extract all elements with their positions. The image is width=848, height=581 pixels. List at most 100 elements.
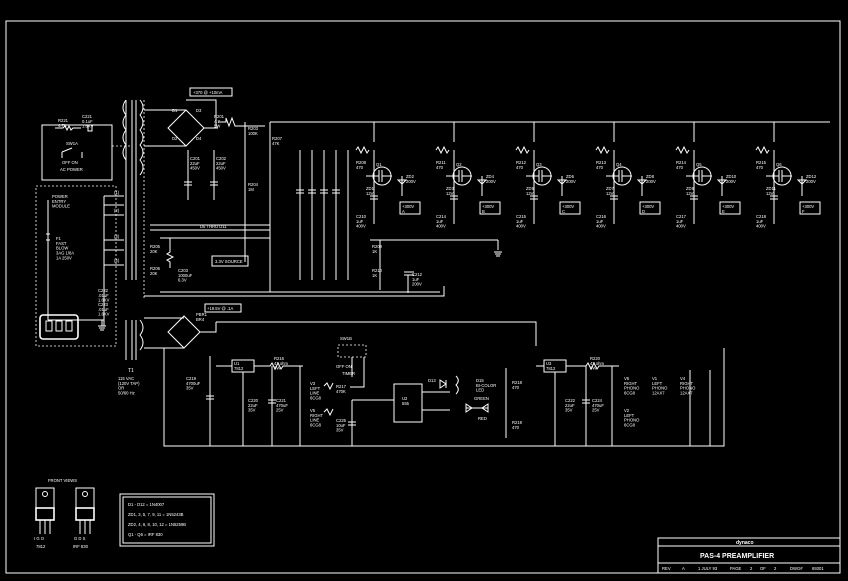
of-label: OF — [760, 566, 766, 571]
sw1a-label: SW1A — [66, 141, 78, 146]
red-label: RED — [478, 416, 487, 421]
green-label: GREEN — [474, 396, 489, 401]
u2-box — [393, 383, 423, 423]
right-part: IRF 830 — [73, 544, 89, 549]
dwg-label: DWG# — [790, 566, 803, 571]
ac-power-label: AC POWER — [60, 167, 83, 172]
regulator-output-box — [719, 201, 741, 215]
source-label: 3.3V SOURCE — [215, 259, 243, 264]
d13-label: D13 — [428, 378, 436, 383]
left-part: 7812 — [36, 544, 46, 549]
legend-line-1: D1 - D12 = 1N4007 — [128, 502, 165, 507]
page-total: 2 — [774, 566, 777, 571]
lv-note: +19.5V @ .1A — [207, 306, 233, 311]
part-legend: D1 - D12 = 1N4007 ZD1, 3, 5, 7, 9, 11 = … — [119, 493, 215, 547]
title-block: dynaco PAS-4 PREAMPLIFIER REV A 1 JULY 9… — [657, 537, 841, 574]
regulator-q-label: Q1 — [376, 162, 382, 167]
regulator-output-box — [799, 201, 821, 215]
diode-chain-label: D5 THRU D11 — [200, 224, 227, 229]
off-on-label: OFF ON — [62, 160, 78, 165]
d3-label: D3 — [196, 108, 202, 113]
title-label: PAS-4 PREAMPLIFIER — [700, 553, 774, 560]
switch-box — [41, 124, 113, 181]
right-pins: G D S — [74, 536, 86, 541]
regulator-q-label: Q4 — [616, 162, 622, 167]
regulator-output-box — [479, 201, 501, 215]
t1-label: T1 — [128, 368, 134, 374]
sw1b-label: SW1B — [340, 336, 352, 341]
regulator-output-box — [639, 201, 661, 215]
regulator-output-box — [399, 201, 421, 215]
svg-text:(2): (2) — [114, 208, 120, 213]
d4-label: D4 — [196, 136, 202, 141]
page-num: 2 — [750, 566, 753, 571]
regulator-q-label: Q6 — [776, 162, 782, 167]
rev-label: REV — [662, 566, 671, 571]
page-label: PAGE — [730, 566, 742, 571]
power-entry-module-box — [35, 185, 117, 347]
left-pins: I G O — [34, 536, 45, 541]
dwg-value: 69301 — [812, 566, 824, 571]
front-views-title: FRONT VIEWS — [48, 478, 77, 483]
svg-text:(1): (1) — [114, 190, 120, 195]
timer-label: TIMER — [342, 371, 355, 376]
rev-value: A — [682, 566, 685, 571]
legend-line-4: Q1 - Q6 = IRF 830 — [128, 532, 163, 537]
d2-label: D2 — [172, 136, 178, 141]
hv-note: +370 @ +10mA — [193, 90, 223, 95]
iec-inlet — [39, 314, 79, 340]
